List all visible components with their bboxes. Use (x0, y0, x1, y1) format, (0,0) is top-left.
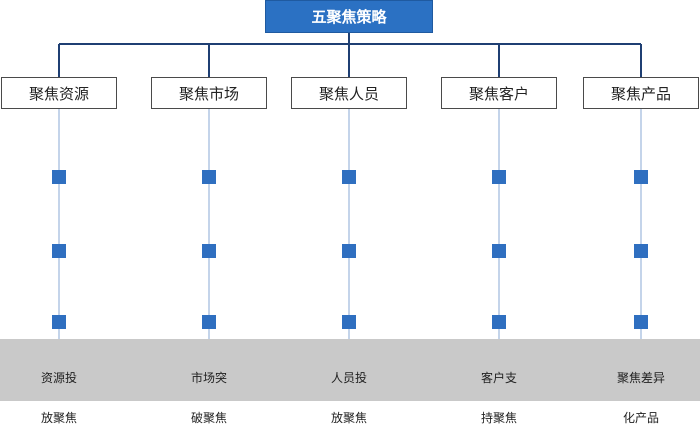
outcome-label-products: 聚焦差异 化产品 (591, 348, 691, 448)
node-square (202, 170, 216, 184)
diagram-canvas: 五聚焦策略 聚焦资源 聚焦市场 聚焦人员 聚焦客户 聚焦产品 资源投 放聚焦 市… (0, 0, 700, 425)
branch-node-label: 聚焦产品 (610, 84, 671, 103)
outcome-label-line: 化产品 (622, 411, 659, 425)
node-square (492, 170, 506, 184)
branch-node-label: 聚焦市场 (178, 84, 239, 103)
node-square (202, 315, 216, 329)
node-square (342, 170, 356, 184)
outcome-label-personnel: 人员投 放聚焦 (299, 348, 399, 448)
outcome-label-line: 市场突 (190, 371, 227, 385)
outcome-label-line: 放聚焦 (330, 411, 367, 425)
outcome-label-market: 市场突 破聚焦 (159, 348, 259, 448)
branch-node-market: 聚焦市场 (151, 77, 267, 109)
branch-node-resources: 聚焦资源 (1, 77, 117, 109)
root-node-label: 五聚焦策略 (311, 8, 387, 26)
node-square (492, 315, 506, 329)
node-square (342, 244, 356, 258)
node-square (52, 315, 66, 329)
outcome-label-line: 放聚焦 (40, 411, 77, 425)
node-square (634, 170, 648, 184)
node-square (52, 170, 66, 184)
outcome-label-customers: 客户支 持聚焦 (449, 348, 549, 448)
outcome-label-line: 客户支 (480, 371, 517, 385)
node-square (202, 244, 216, 258)
outcome-label-line: 聚焦差异 (616, 371, 665, 385)
node-square (342, 315, 356, 329)
branch-node-customers: 聚焦客户 (441, 77, 557, 109)
connector-lines (52, 33, 648, 339)
node-square (52, 244, 66, 258)
root-node: 五聚焦策略 (265, 0, 433, 33)
branch-node-personnel: 聚焦人员 (291, 77, 407, 109)
branch-node-label: 聚焦人员 (318, 84, 379, 103)
node-square (492, 244, 506, 258)
branch-node-label: 聚焦资源 (28, 84, 89, 103)
node-square (634, 315, 648, 329)
node-square (634, 244, 648, 258)
outcome-label-line: 破聚焦 (190, 411, 227, 425)
branch-node-products: 聚焦产品 (583, 77, 699, 109)
outcome-label-line: 持聚焦 (480, 411, 517, 425)
outcome-label-line: 人员投 (330, 371, 367, 385)
outcome-label-resources: 资源投 放聚焦 (9, 348, 109, 448)
outcome-band (0, 339, 700, 401)
branch-node-label: 聚焦客户 (468, 84, 529, 103)
outcome-label-line: 资源投 (40, 371, 77, 385)
